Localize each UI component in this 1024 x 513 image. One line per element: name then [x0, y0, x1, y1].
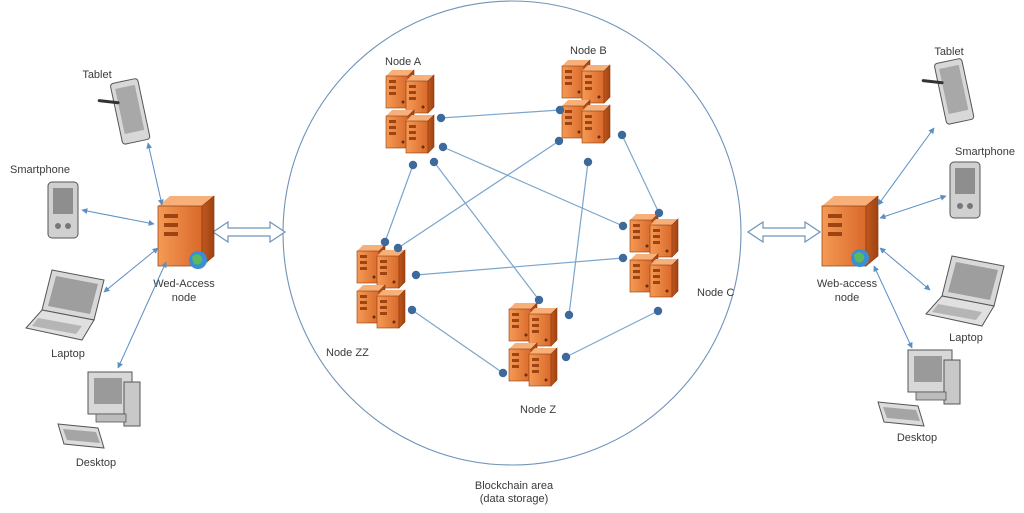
right-laptop-icon [925, 255, 1005, 327]
link-z-c [565, 310, 659, 358]
left-desktop-icon [57, 371, 141, 449]
blockchain-area-label: Blockchain area [475, 480, 554, 492]
left-laptop-label: Laptop [51, 348, 85, 360]
left-device-arrows [81, 142, 167, 369]
right-access-label: Web-access [817, 278, 878, 290]
node-b-server [562, 60, 610, 143]
left-access-label: Wed-Access [153, 278, 215, 290]
left-tablet-label: Tablet [82, 69, 111, 81]
left-laptop-icon [25, 269, 105, 341]
node-c-server [630, 214, 678, 297]
blockchain-links [384, 109, 660, 374]
connection-dots [380, 105, 664, 378]
link-a-c [442, 146, 624, 227]
link-a-z [433, 161, 540, 301]
right-device-arrows [873, 127, 947, 349]
left-double-arrow [211, 220, 287, 244]
right-access-server-icon [821, 195, 879, 267]
right-access-sublabel: node [835, 292, 859, 304]
right-desktop-icon [877, 349, 961, 427]
node-c-label: Node C [697, 287, 734, 299]
node-z-server [509, 303, 557, 386]
left-smartphone-label: Smartphone [10, 164, 70, 176]
right-laptop-label: Laptop [949, 332, 983, 344]
node-zz-server [357, 245, 405, 328]
link-a-b [440, 109, 561, 119]
right-tablet-icon [921, 58, 975, 125]
node-a-server [386, 70, 434, 153]
left-access-sublabel: node [172, 292, 196, 304]
left-smartphone-icon [47, 181, 79, 239]
right-smartphone-label: Smartphone [955, 146, 1015, 158]
right-desktop-label: Desktop [897, 432, 937, 444]
link-b-z [568, 161, 589, 316]
link-b-c [621, 134, 660, 214]
link-b-zz [397, 140, 560, 249]
right-double-arrow [746, 220, 822, 244]
left-tablet-icon [97, 78, 151, 145]
node-zz-label: Node ZZ [326, 347, 369, 359]
node-z-label: Node Z [520, 404, 556, 416]
right-smartphone-icon [949, 161, 981, 219]
link-a-zz [384, 164, 414, 243]
blockchain-area-sublabel: (data storage) [480, 493, 548, 505]
link-zz-z [411, 309, 504, 374]
node-b-label: Node B [570, 45, 607, 57]
node-a-label: Node A [385, 56, 422, 68]
right-tablet-label: Tablet [934, 46, 963, 58]
link-zz-c [415, 257, 624, 276]
left-access-server-icon [157, 195, 215, 269]
left-desktop-label: Desktop [76, 457, 116, 469]
